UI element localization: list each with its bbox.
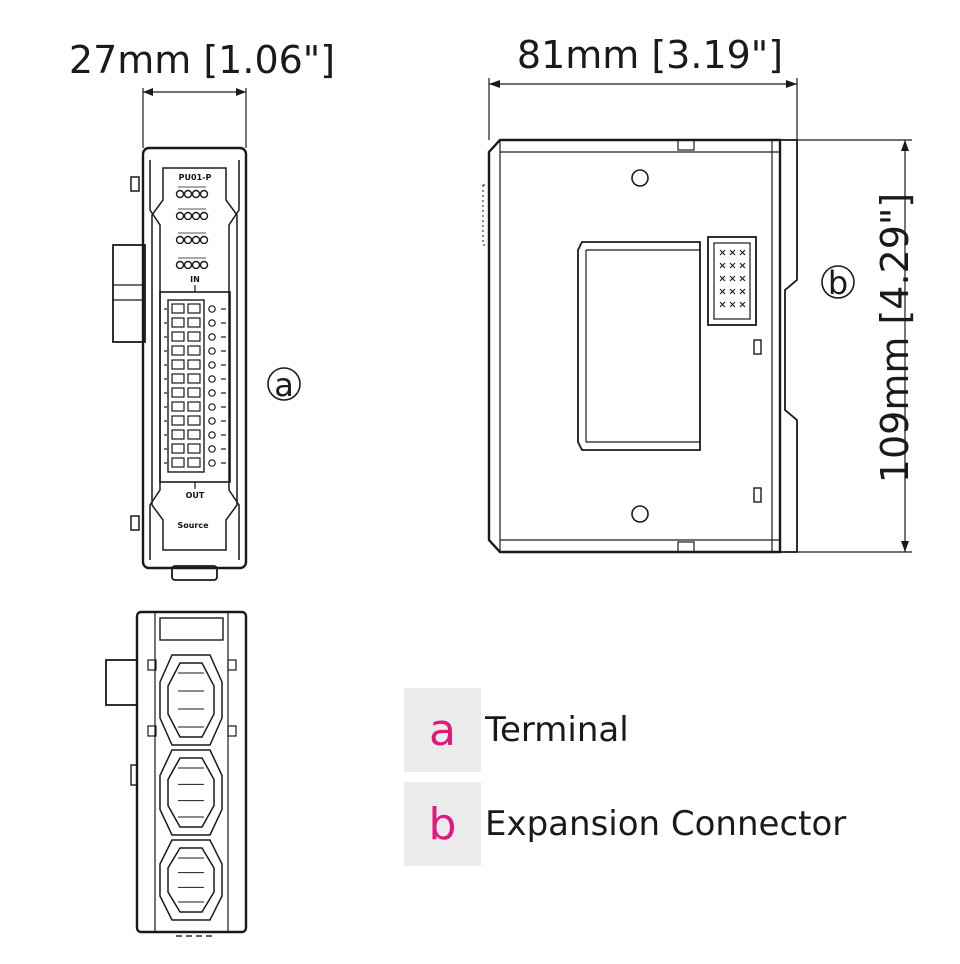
mount-hole-top: [631, 169, 649, 187]
expansion-connector: [707, 236, 757, 326]
vent-slots: [159, 654, 223, 921]
legend-item-terminal: a Terminal: [404, 688, 629, 772]
arrow-right: [236, 88, 246, 96]
bottom-view: [105, 610, 248, 937]
callout-a: a: [274, 366, 294, 404]
legend-key-a: a: [404, 688, 481, 772]
in-label: IN: [190, 275, 200, 284]
legend-key-b: b: [404, 782, 481, 866]
height-dimension: 109mm [4.29"]: [873, 193, 917, 483]
side-view: 81mm [3.19"] 109mm [4.29"]: [482, 33, 917, 554]
terminal-block: [159, 291, 231, 483]
out-label: OUT: [186, 491, 205, 500]
callout-b-circle: [821, 265, 855, 299]
callout-b: b: [828, 264, 848, 302]
front-body-outline: [141, 146, 248, 570]
front-view: 27mm [1.06"] PU01-P: [69, 38, 335, 581]
callout-a-circle: [267, 367, 301, 401]
front-bottom-tab: [171, 565, 218, 581]
label-recess: [577, 241, 701, 451]
legend-label-expansion-connector: Expansion Connector: [485, 804, 847, 844]
source-label: Source: [177, 521, 209, 530]
din-clip: [112, 244, 146, 343]
led-indicators: [175, 186, 209, 270]
bottom-clip: [105, 659, 138, 706]
legend-label-terminal: Terminal: [485, 710, 629, 750]
side-width-dimension: 81mm [3.19"]: [517, 33, 783, 77]
model-label: PU01-P: [179, 173, 212, 182]
front-width-dimension: 27mm [1.06"]: [69, 38, 335, 82]
legend-item-expansion-connector: b Expansion Connector: [404, 782, 846, 866]
side-rail: [780, 139, 798, 553]
arrow-left: [143, 88, 153, 96]
side-body-outline: [487, 138, 782, 554]
mount-hole-bottom: [631, 505, 649, 523]
